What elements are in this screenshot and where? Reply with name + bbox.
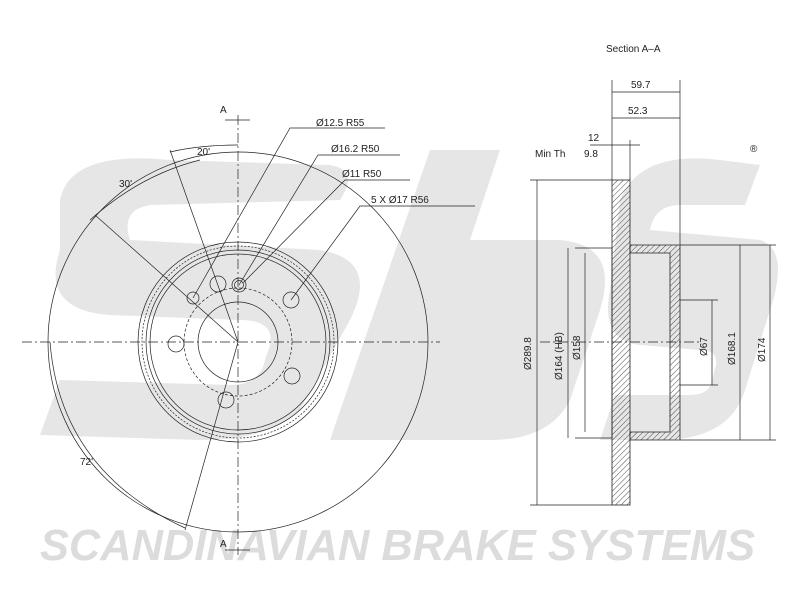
dia-174: Ø174 (757, 337, 768, 362)
leader-16-2 (238, 154, 400, 286)
angle-label-30: 30' (119, 179, 132, 190)
section-mark-top: A (220, 105, 227, 116)
bolt-hole-5 (167, 335, 185, 353)
dia-289-8: Ø289.8 (523, 337, 534, 370)
callout-hole-16-2: Ø16.2 R50 (331, 144, 380, 155)
min-thickness-value: 9.8 (584, 149, 598, 160)
friction-ring-section (611, 179, 631, 506)
dia-158: Ø158 (572, 335, 583, 360)
angle-ray-30 (94, 214, 239, 343)
angle-label-72: 72' (80, 457, 93, 468)
leader-11 (242, 179, 410, 284)
small-hole-2-inner (234, 280, 244, 290)
section-view (530, 80, 776, 506)
dim-59-7: 59.7 (631, 80, 651, 91)
leader-12-5 (192, 127, 385, 299)
sbs-watermark-logo (40, 150, 778, 440)
leader-17 (290, 205, 475, 301)
angle-ray-20 (169, 149, 239, 343)
bolt-hole-4 (217, 391, 235, 409)
dim-12: 12 (588, 133, 600, 144)
small-hole-1 (186, 291, 200, 305)
bolt-hole-1 (209, 275, 227, 293)
company-name-watermark: SCANDINAVIAN BRAKE SYSTEMS (40, 521, 755, 570)
registered-mark: ® (750, 144, 758, 155)
angle-arc-72 (49, 341, 186, 529)
callout-hole-11: Ø11 R50 (342, 169, 382, 180)
dia-168-1: Ø168.1 (727, 332, 738, 365)
dia-67: Ø67 (699, 337, 710, 356)
angle-arc-20 (169, 144, 239, 153)
small-hole-2 (231, 277, 247, 293)
hat-section (629, 244, 681, 441)
section-title: Section A–A (606, 44, 661, 55)
callout-hole-12-5: Ø12.5 R55 (316, 118, 365, 129)
angle-ray-72 (184, 341, 239, 531)
angle-arc-30 (89, 159, 201, 221)
angle-label-20: 20' (197, 147, 210, 158)
min-thickness-label: Min Th (535, 149, 565, 160)
section-mark-bottom: A (220, 539, 227, 550)
front-view (22, 115, 475, 555)
dim-52-3: 52.3 (628, 106, 648, 117)
bolt-hole-2 (282, 291, 300, 309)
dia-164: Ø164 (HB) (554, 332, 565, 380)
bolt-hole-3 (283, 367, 301, 385)
callout-hole-17: 5 X Ø17 R56 (371, 195, 429, 206)
